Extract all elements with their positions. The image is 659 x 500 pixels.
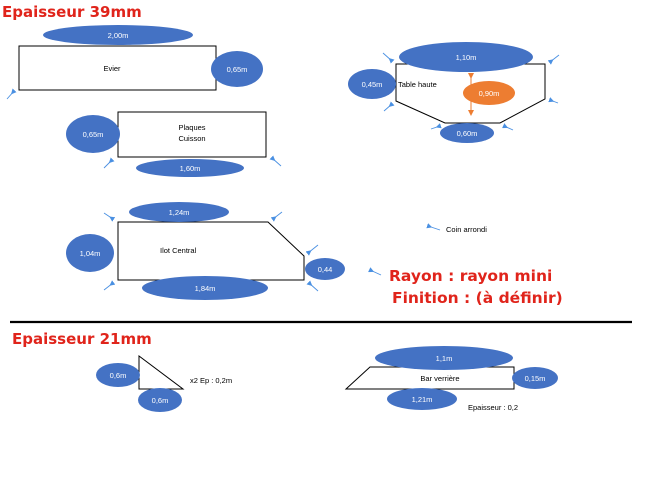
corner-arrow <box>6 88 17 100</box>
corner-arrow <box>548 97 559 104</box>
plaques-label-line1: Plaques <box>178 123 205 132</box>
table-haute-bottom-bubble <box>440 123 494 143</box>
table-haute-side: 0,45m <box>362 80 383 89</box>
section-heading-21mm: Epaisseur 21mm <box>12 330 152 348</box>
corner-arrow <box>382 52 395 64</box>
note-arrow <box>368 267 382 276</box>
triangle-base: 0,6m <box>152 396 169 405</box>
bar-side: 0,15m <box>525 374 546 383</box>
corner-arrow <box>270 211 283 222</box>
table-haute-middle: 0,90m <box>479 89 500 98</box>
plaques-outline <box>117 111 267 158</box>
evier-piece: Evier 2,00m 0,65m <box>6 25 263 100</box>
bar-side-bubble <box>512 367 558 389</box>
bar-piece: Bar verrière 1,1m 0,15m 1,21m Epaisseur … <box>344 346 558 412</box>
section-heading-39mm: Epaisseur 39mm <box>2 3 142 21</box>
ilot-side-bubble <box>66 234 114 272</box>
evier-length-bubble <box>43 25 193 45</box>
table-haute-middle-bubble <box>463 81 515 105</box>
table-haute-bottom: 0,60m <box>457 129 478 138</box>
table-haute-label: Table haute <box>398 80 437 89</box>
corner-arrow <box>306 280 319 292</box>
plaques-depth: 0,65m <box>83 130 104 139</box>
bar-top-bubble <box>375 346 513 370</box>
table-haute-top-bubble <box>399 42 533 72</box>
triangle-base-bubble <box>138 388 182 412</box>
plaques-length: 1,60m <box>180 164 201 173</box>
ilot-piece: Ilot Central 1,24m 1,04m 1,84m 0,44 <box>66 202 345 300</box>
corner-arrow <box>547 54 560 65</box>
evier-depth-bubble <box>211 51 263 87</box>
triangle-height-bubble <box>96 363 140 387</box>
plaques-label-line2: Cuisson <box>178 134 205 143</box>
note-finition: Finition : (à définir) <box>392 289 563 307</box>
ilot-outline <box>117 221 305 281</box>
ilot-bottom-bubble <box>142 276 268 300</box>
note-rayon: Rayon : rayon mini <box>389 267 552 285</box>
plaques-length-bubble <box>136 159 244 177</box>
evier-depth: 0,65m <box>227 65 248 74</box>
evier-outline <box>18 45 217 91</box>
plaques-depth-bubble <box>66 115 120 153</box>
bar-bottom-bubble <box>387 388 457 410</box>
ilot-top: 1,24m <box>169 208 190 217</box>
legend-arrow <box>426 223 441 231</box>
ilot-label: Ilot Central <box>160 246 197 255</box>
legend-corner: Coin arrondi <box>446 225 487 234</box>
corner-arrow <box>103 157 115 169</box>
corner-arrow <box>305 244 319 256</box>
bar-bottom: 1,21m <box>412 395 433 404</box>
bar-label: Bar verrière <box>420 374 459 383</box>
evier-length: 2,00m <box>108 31 129 40</box>
table-haute-side-bubble <box>348 69 396 99</box>
plaques-piece: Plaques Cuisson 0,65m 1,60m <box>66 111 282 177</box>
corner-arrow <box>103 280 116 291</box>
ilot-side: 1,04m <box>80 249 101 258</box>
ilot-cut-bubble <box>305 258 345 280</box>
table-haute-piece: Table haute 1,10m 0,45m 0,90m 0,60m <box>348 42 560 143</box>
ilot-bottom: 1,84m <box>195 284 216 293</box>
triangle-piece: 0,6m 0,6m x2 Ep : 0,2m <box>96 355 232 412</box>
corner-arrow <box>502 123 514 131</box>
triangle-outline <box>138 355 185 390</box>
corner-arrow <box>103 212 116 222</box>
bar-note: Epaisseur : 0,2 <box>468 403 518 412</box>
corner-arrow <box>383 101 395 112</box>
corner-arrow <box>430 123 442 130</box>
ilot-top-bubble <box>129 202 229 222</box>
table-haute-top: 1,10m <box>456 53 477 62</box>
corner-arrow <box>269 155 282 167</box>
evier-label: Evier <box>103 64 121 73</box>
bar-top: 1,1m <box>436 354 453 363</box>
triangle-note: x2 Ep : 0,2m <box>190 376 232 385</box>
ilot-cut: 0,44 <box>318 265 333 274</box>
triangle-height: 0,6m <box>110 371 127 380</box>
